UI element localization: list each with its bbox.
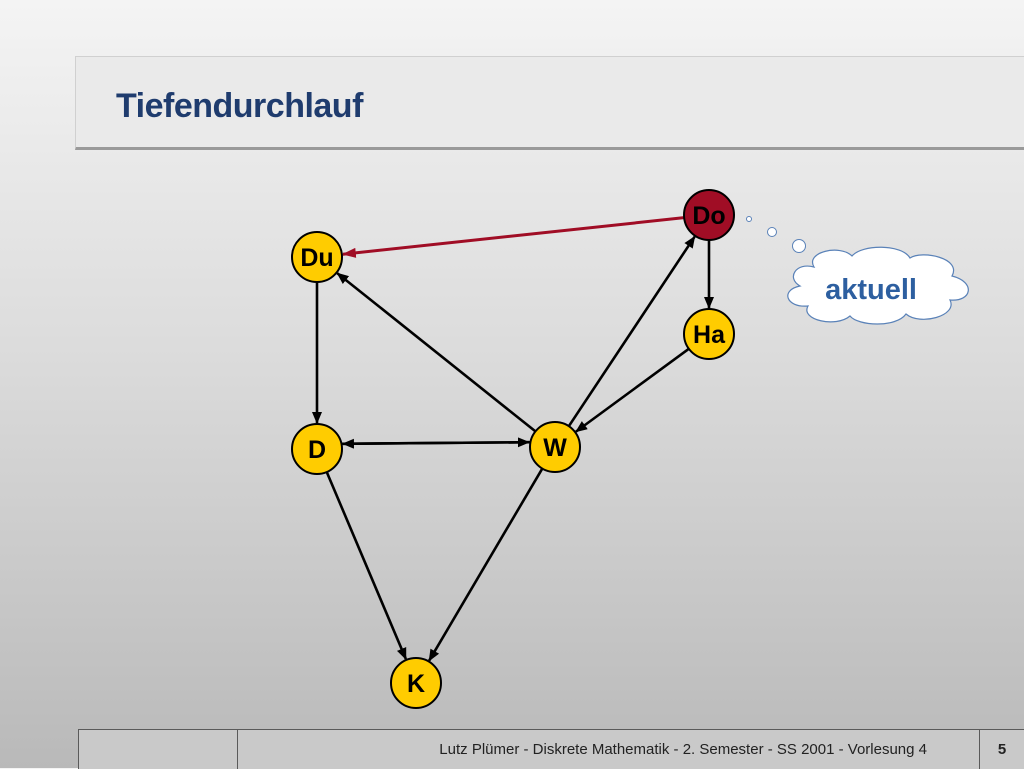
node-ha: Ha <box>683 308 735 360</box>
thought-bubble-small <box>746 216 752 222</box>
node-du: Du <box>291 231 343 283</box>
node-circle <box>291 423 343 475</box>
title-bar: Tiefendurchlauf <box>75 56 1024 150</box>
node-label: D <box>308 436 326 464</box>
cloud-shape <box>787 246 969 325</box>
node-circle <box>291 231 343 283</box>
edges <box>312 216 714 662</box>
footer-left-cell <box>78 730 238 769</box>
node-label: Ha <box>693 321 726 349</box>
node-label: K <box>407 670 425 698</box>
cloud-label: aktuell <box>825 274 917 306</box>
edge-w-to-k <box>428 467 544 662</box>
edge-w-to-d <box>341 438 530 449</box>
thought-bubble-large <box>792 239 806 253</box>
node-label: Do <box>692 202 725 230</box>
node-k: K <box>390 657 442 709</box>
edge-w-to-do <box>567 235 696 427</box>
footer-course-info: Lutz Plümer - Diskrete Mathematik - 2. S… <box>238 730 980 769</box>
edge-ha-to-w <box>575 347 690 433</box>
node-do: Do <box>683 189 735 241</box>
footer: Lutz Plümer - Diskrete Mathematik - 2. S… <box>78 729 1024 769</box>
thought-bubble-medium <box>767 227 777 237</box>
edge-do-to-du <box>341 216 685 258</box>
edge-w-to-du <box>336 272 537 433</box>
node-label: W <box>543 434 567 462</box>
node-circle <box>529 421 581 473</box>
thought-cloud: aktuell <box>746 216 969 325</box>
node-w: W <box>529 421 581 473</box>
node-circle <box>683 189 735 241</box>
slide-title: Tiefendurchlauf <box>116 87 363 125</box>
page-number: 5 <box>997 741 1007 758</box>
node-circle <box>390 657 442 709</box>
edge-d-to-k <box>325 471 408 660</box>
node-circle <box>683 308 735 360</box>
node-d: D <box>291 423 343 475</box>
node-label: Du <box>300 244 333 272</box>
